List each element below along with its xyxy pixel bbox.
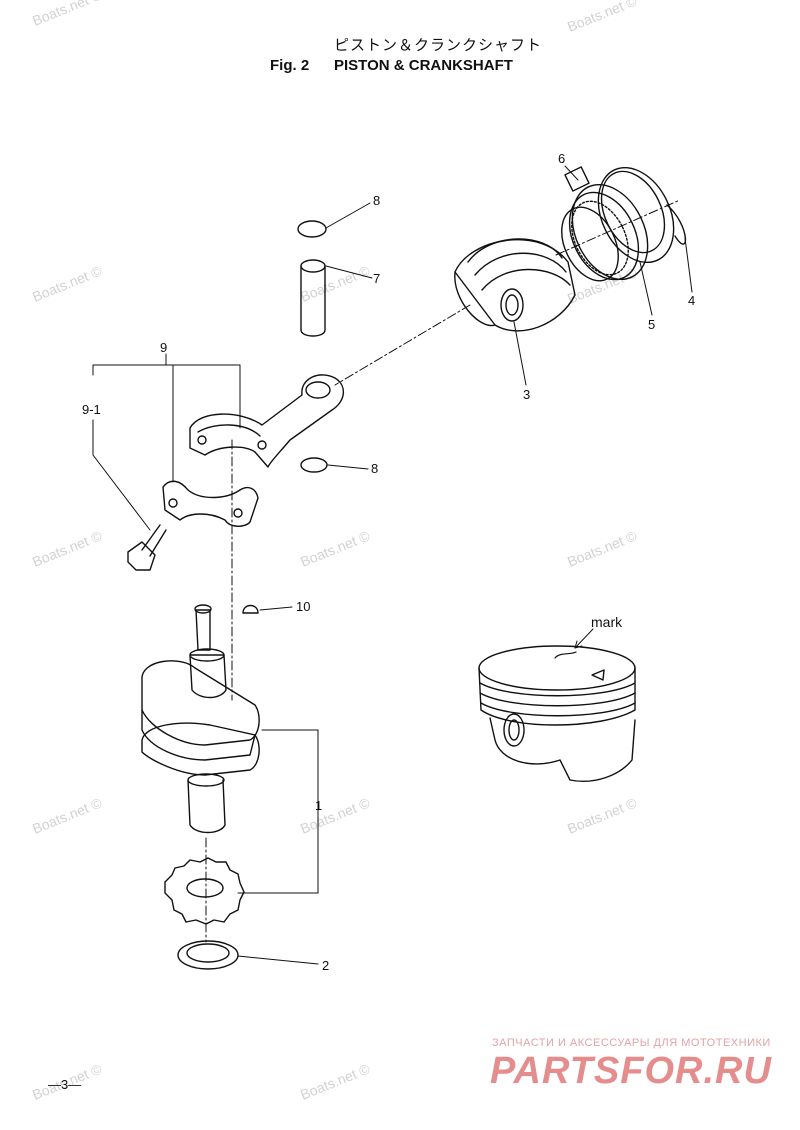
part-label-9: 9 — [160, 340, 168, 355]
piston — [454, 238, 576, 332]
circlip-bottom — [300, 457, 328, 473]
piston-rings — [561, 166, 686, 282]
crankshaft — [141, 604, 260, 834]
part-label-2: 2 — [322, 958, 330, 973]
woodruff-key — [242, 604, 259, 614]
rod-bolt — [127, 524, 167, 571]
part-label-8-bottom: 8 — [371, 461, 379, 476]
page-number: —3— — [48, 1077, 82, 1092]
rod-cap — [162, 480, 259, 527]
part-label-1: 1 — [315, 798, 323, 813]
axis-pin-line — [334, 304, 471, 386]
piston-mark-view — [478, 645, 636, 782]
mark-label: mark — [591, 614, 623, 630]
title-english: PISTON & CRANKSHAFT — [334, 57, 513, 74]
part-label-3: 3 — [523, 387, 531, 402]
circlip-top — [297, 220, 327, 238]
promo-tagline: ЗАПЧАСТИ И АКСЕССУАРЫ ДЛЯ МОТОТЕХНИКИ — [492, 1037, 771, 1049]
thrust-washer — [177, 940, 239, 970]
crank-gear — [164, 857, 245, 925]
part-label-7: 7 — [373, 271, 381, 286]
part-label-5: 5 — [648, 317, 656, 332]
connecting-rod — [189, 374, 344, 468]
figure-number: Fig. 2 — [270, 57, 310, 74]
piston-pin — [300, 259, 326, 337]
part-label-8-top: 8 — [373, 193, 381, 208]
promo-logo[interactable]: PARTSFOR.RU — [490, 1050, 772, 1092]
part-label-4: 4 — [688, 293, 696, 308]
title-japanese: ピストン＆クランクシャフト — [334, 36, 543, 54]
part-label-9-1: 9-1 — [82, 402, 101, 417]
part-label-6: 6 — [558, 151, 566, 166]
part-label-10: 10 — [296, 599, 311, 614]
